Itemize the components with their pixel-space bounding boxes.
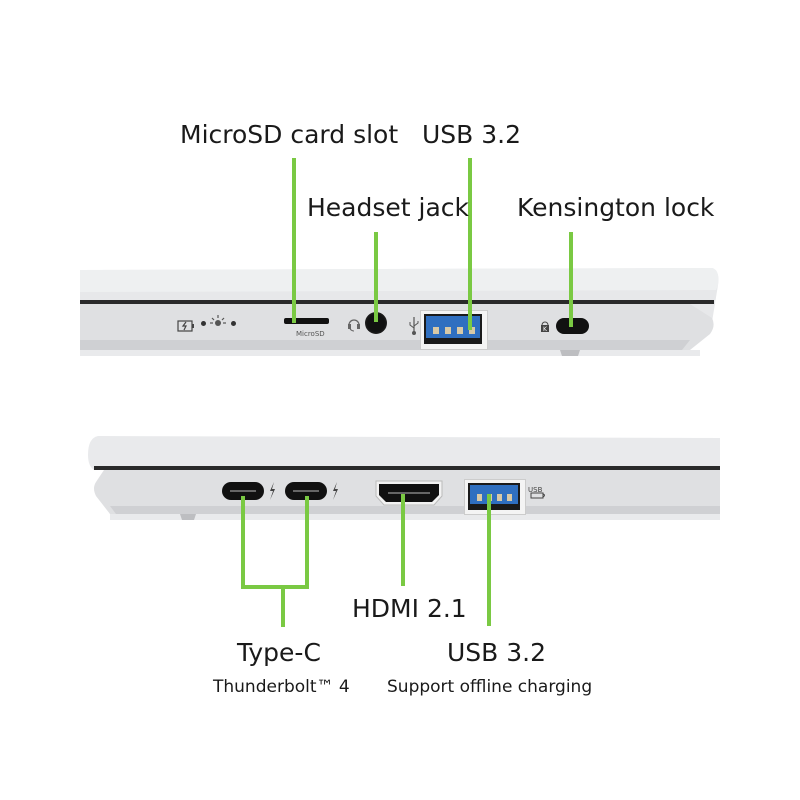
label-thunderbolt: Thunderbolt™ 4 <box>213 677 350 697</box>
battery-charging-icon <box>177 317 195 332</box>
microsd-slot <box>284 318 329 324</box>
label-kensington: Kensington lock <box>517 193 715 222</box>
usb-symbol-icon <box>408 316 420 336</box>
label-hdmi: HDMI 2.1 <box>352 594 467 623</box>
leader-line-headset <box>374 232 378 322</box>
microsd-marking: MicroSD <box>296 330 325 338</box>
thunderbolt-icon <box>268 482 276 500</box>
svg-text:K: K <box>543 326 548 333</box>
hdmi-port <box>374 480 444 506</box>
leader-line-type-c-stem <box>281 585 285 627</box>
leader-line-usb-top <box>468 158 472 330</box>
label-type-c: Type-C <box>237 638 321 667</box>
usb-a-port-bottom <box>464 479 526 515</box>
label-usb-bottom: USB 3.2 <box>447 638 547 667</box>
usb-charge-icon: USB <box>528 484 548 499</box>
usb-a-port-top <box>420 310 488 350</box>
leader-line-type-c-2 <box>305 496 309 588</box>
leader-line-usb-bottom <box>487 494 491 626</box>
label-usb-top: USB 3.2 <box>422 120 522 149</box>
label-headset: Headset jack <box>307 193 470 222</box>
thunderbolt-icon <box>331 482 339 500</box>
svg-text:USB: USB <box>528 486 543 494</box>
leader-line-type-c-bracket <box>241 585 309 589</box>
headset-jack <box>365 312 387 334</box>
power-light-icon <box>210 315 226 331</box>
type-c-port-2 <box>285 482 327 500</box>
leader-line-microsd <box>292 158 296 323</box>
headset-icon <box>347 316 361 332</box>
label-offline-charging: Support offline charging <box>387 677 593 697</box>
kensington-k-icon: K <box>540 318 550 333</box>
leader-line-hdmi <box>401 494 405 586</box>
led-dot-icon <box>201 321 206 326</box>
leader-line-type-c-1 <box>241 496 245 588</box>
label-microsd: MicroSD card slot <box>180 120 399 149</box>
type-c-port-1 <box>222 482 264 500</box>
leader-line-kensington <box>569 232 573 327</box>
led-dot-icon <box>231 321 236 326</box>
